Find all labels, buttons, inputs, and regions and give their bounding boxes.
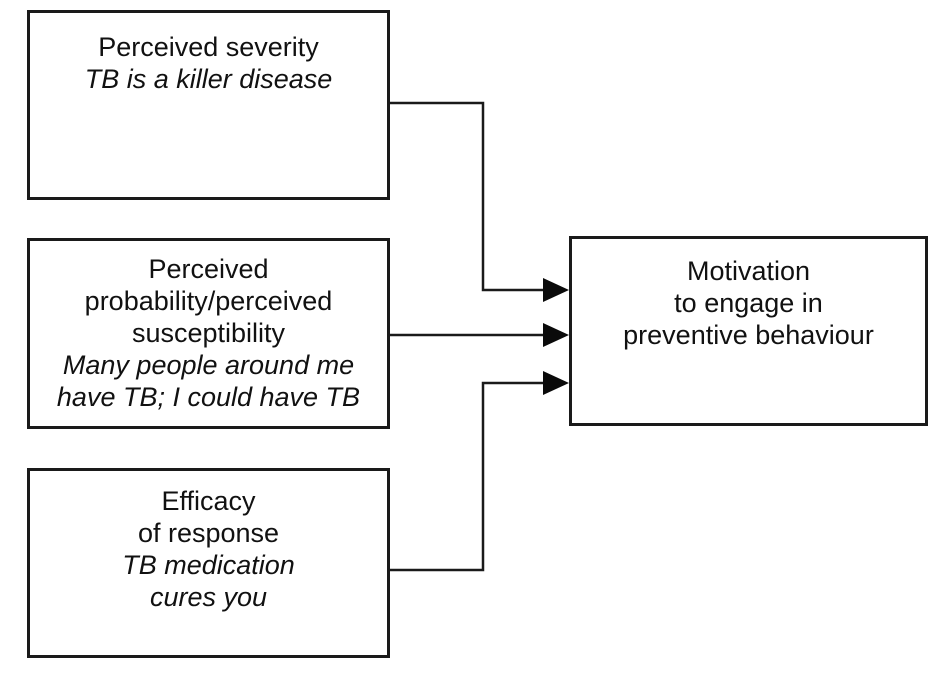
perceived-probability-example: Many people around me have TB; I could h… <box>56 350 361 412</box>
box-motivation-outcome: Motivation to engage in preventive behav… <box>569 236 928 426</box>
arrowhead-icon <box>543 371 569 395</box>
arrowhead-icon <box>543 323 569 347</box>
perceived-severity-title: Perceived severity <box>98 32 319 62</box>
box-efficacy-of-response: Efficacy of response TB medication cures… <box>27 468 390 658</box>
perceived-probability-title: Perceived probability/perceived suscepti… <box>84 254 333 348</box>
motivation-title: Motivation to engage in preventive behav… <box>623 256 874 350</box>
efficacy-title: Efficacy of response <box>137 486 280 548</box>
box-perceived-probability: Perceived probability/perceived suscepti… <box>27 238 390 429</box>
perceived-severity-example: TB is a killer disease <box>84 64 333 94</box>
connector-severity-to-motivation <box>389 101 545 292</box>
efficacy-example: TB medication cures you <box>122 550 295 612</box>
connector-efficacy-to-motivation <box>389 381 545 572</box>
arrowhead-icon <box>543 278 569 302</box>
box-perceived-severity: Perceived severity TB is a killer diseas… <box>27 10 390 200</box>
